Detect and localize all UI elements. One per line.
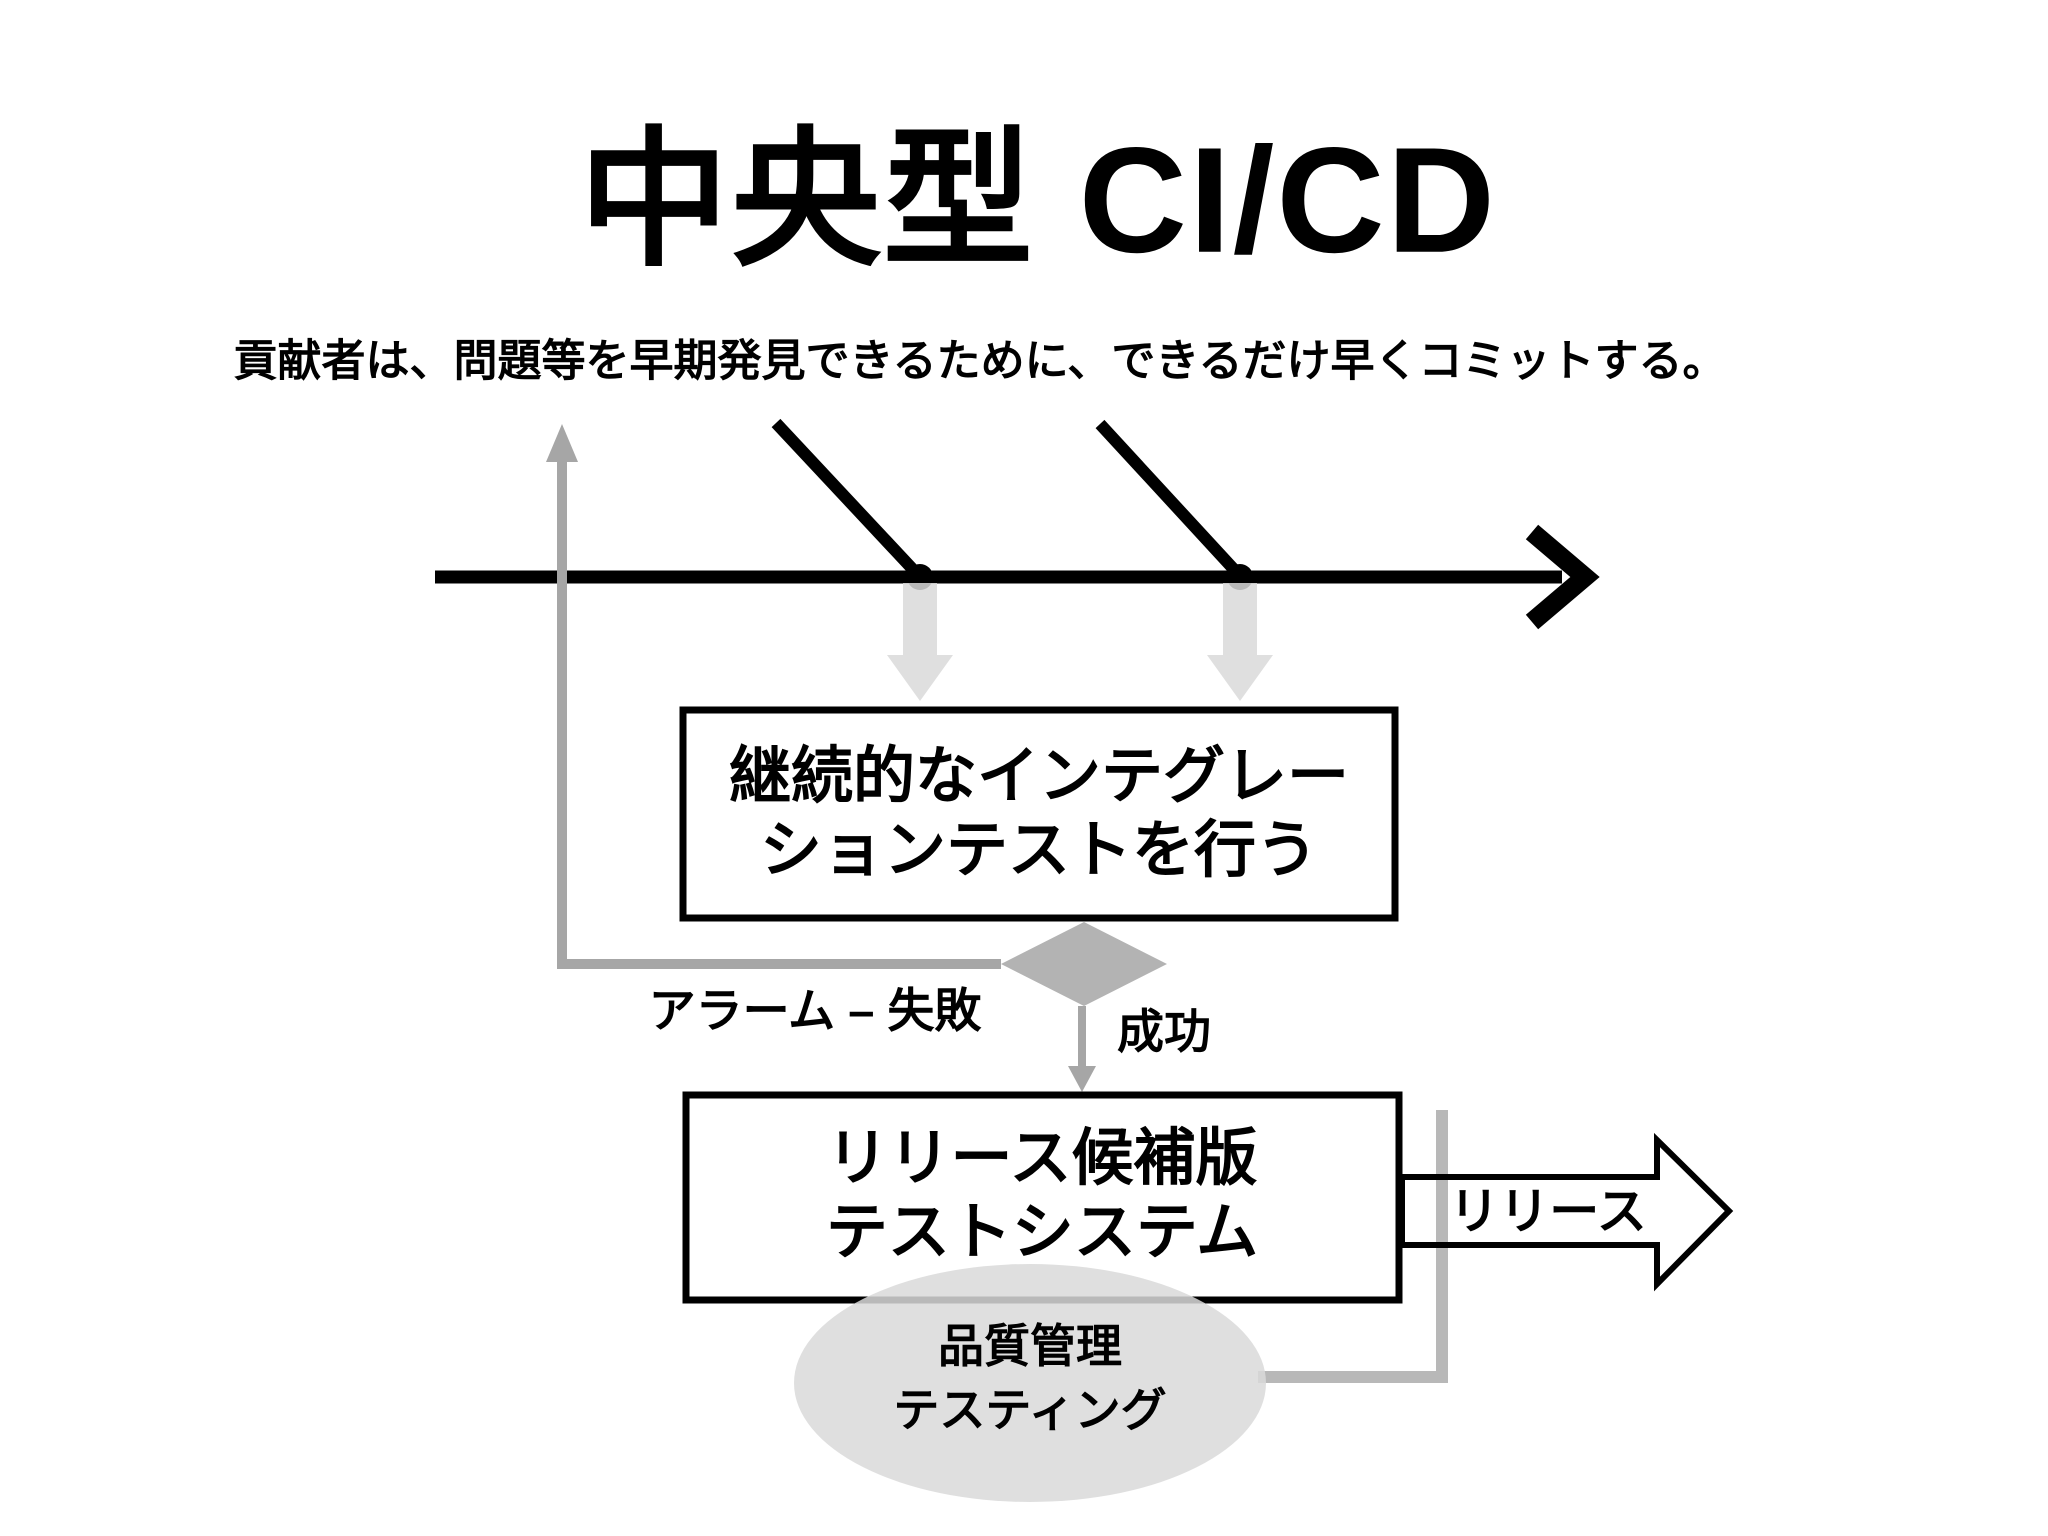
qa-ellipse-label: 品質管理 テスティング <box>893 1314 1166 1442</box>
success-label: 成功 <box>1117 1004 1211 1058</box>
release-block-arrow <box>1399 1132 1734 1292</box>
ci-test-box-label-line2: ションテストを行う <box>759 816 1319 885</box>
qa-ellipse-label-line1: 品質管理 <box>938 1320 1122 1372</box>
alarm-failure-label: アラーム – 失敗 <box>648 983 982 1037</box>
commit-branch-line-1 <box>771 418 925 582</box>
qa-ellipse <box>794 1264 1266 1502</box>
slide-subtitle: 貢献者は、問題等を早期発見できるために、できるだけ早くコミットする。 <box>233 336 1727 386</box>
commit-trigger-arrow-2-icon <box>1207 583 1273 701</box>
success-arrowhead-icon <box>1068 1066 1096 1092</box>
release-candidate-box-label-line2: テストシステム <box>825 1198 1259 1267</box>
release-arrow-label: リリース <box>1449 1183 1647 1240</box>
alarm-feedback-line <box>557 452 1001 969</box>
release-candidate-box-label-line1: リリース候補版 <box>826 1124 1258 1193</box>
ci-test-box-label-line1: 継続的なインテグレー <box>728 742 1350 811</box>
ci-test-box <box>679 706 1399 922</box>
qa-ellipse-label-line2: テスティング <box>893 1384 1167 1436</box>
timeline-arrowhead-icon <box>1525 524 1600 630</box>
qa-feedback-line <box>1258 1110 1448 1383</box>
slide-title: 中央型 CI/CD <box>578 115 1498 284</box>
commit-trigger-arrow-1-icon <box>887 583 953 701</box>
decision-diamond <box>1001 922 1167 1006</box>
alarm-feedback-arrowhead-icon <box>546 424 578 462</box>
ci-test-box-label: 継続的なインテグレー ションテストを行う <box>729 740 1349 888</box>
commit-branch-line-2 <box>1095 419 1245 581</box>
release-candidate-box-label: リリース候補版 テストシステム <box>826 1122 1258 1270</box>
